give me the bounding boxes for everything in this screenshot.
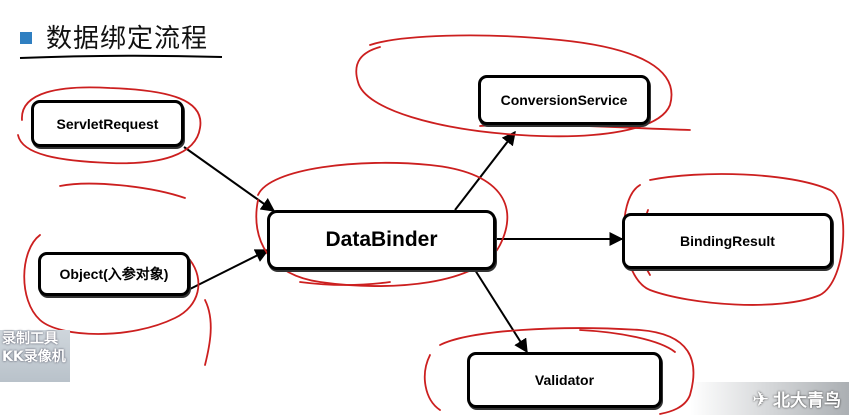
recorder-watermark: 录制工具 KK录像机: [0, 330, 70, 382]
arrow-databinder-to-validator: [474, 269, 528, 354]
annotation-servletrequest: [17, 86, 202, 165]
brand-watermark: ✈ 北大青鸟: [690, 382, 849, 415]
node-servlet-request: ServletRequest: [31, 100, 184, 147]
page-title: 数据绑定流程: [46, 23, 209, 54]
annotation-conversionservice: [355, 34, 673, 138]
arrow-servletrequest-to-databinder: [183, 146, 276, 212]
annotation-conversionservice-underline: [479, 123, 691, 131]
node-binding-result: BindingResult: [622, 213, 833, 269]
arrow-object-to-databinder: [189, 249, 270, 290]
node-object-param: Object(入参对象): [38, 252, 190, 296]
title-bullet: [20, 32, 32, 44]
node-conversion-service: ConversionService: [478, 75, 650, 125]
annotation-bindingresult: [623, 173, 845, 306]
annotation-validator: [423, 327, 695, 415]
node-data-binder: DataBinder: [267, 210, 496, 270]
annotation-databinder: [255, 161, 509, 287]
brand-logo-icon: ✈: [752, 386, 769, 411]
recorder-watermark-line2: KK录像机: [2, 349, 66, 365]
title-area: 数据绑定流程: [20, 18, 208, 54]
arrow-databinder-to-conversionservice: [454, 130, 516, 211]
annotation-validator-inner: [579, 329, 676, 353]
annotation-object: [23, 182, 200, 335]
annotation-object-tail: [204, 299, 212, 366]
recorder-watermark-line1: 录制工具: [2, 331, 58, 347]
brand-watermark-text: 北大青鸟: [773, 391, 841, 411]
node-validator: Validator: [467, 352, 662, 408]
title-underline: [19, 54, 223, 59]
annotation-databinder-underline: [299, 281, 391, 286]
